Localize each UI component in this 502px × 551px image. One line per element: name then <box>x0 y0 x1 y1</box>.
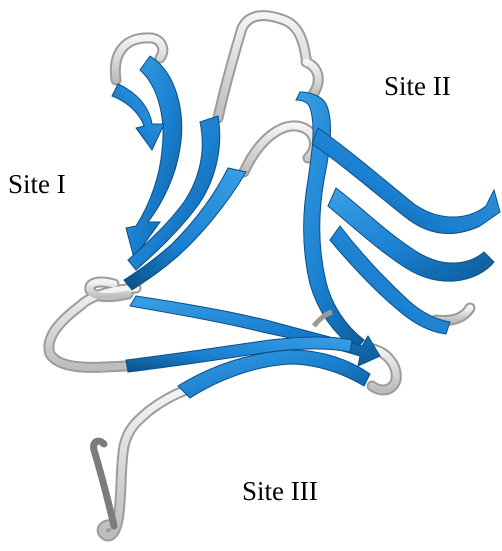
site-i-label: Site I <box>8 171 66 198</box>
site-ii-label: Site II <box>384 73 451 100</box>
site-iii-label: Site III <box>242 478 318 505</box>
terminal-tail <box>94 441 114 526</box>
site-iii-strands <box>126 296 380 398</box>
